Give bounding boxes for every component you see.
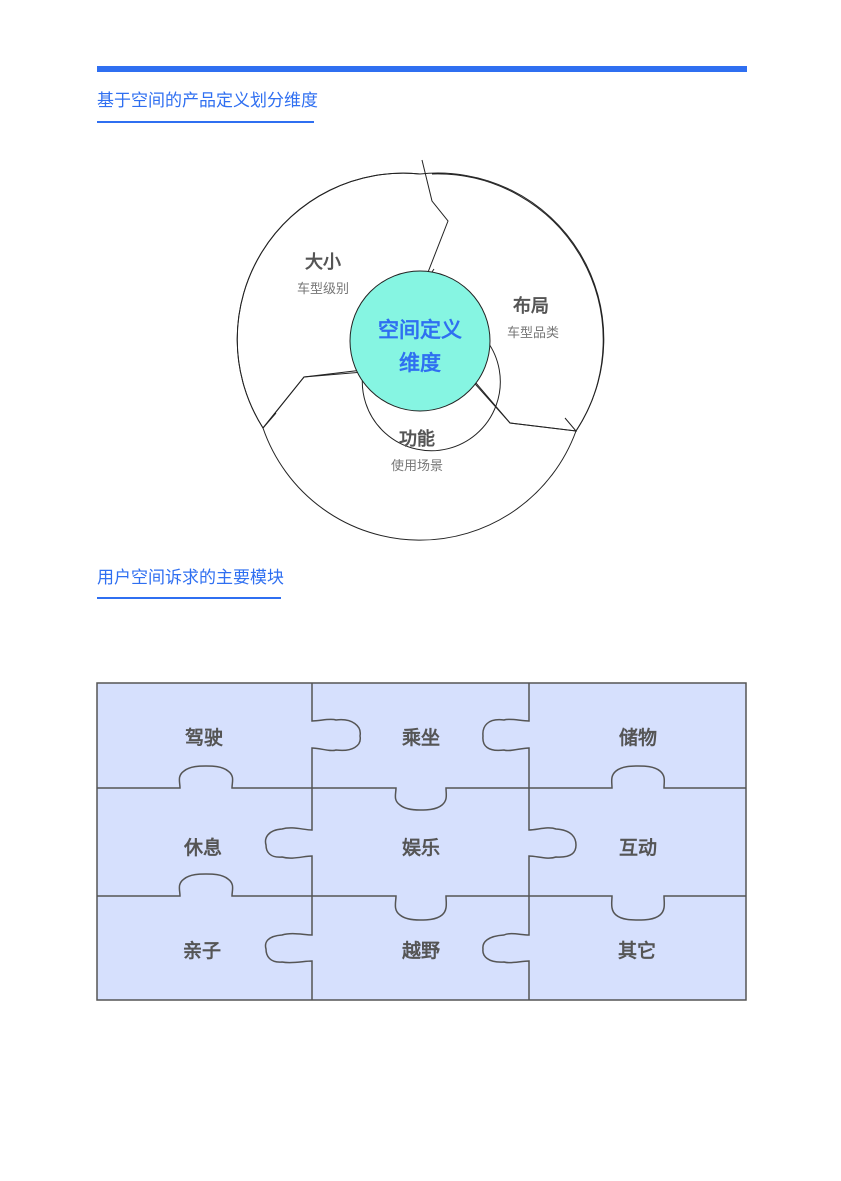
space-definition-cycle-diagram: 空间定义 维度 大小 车型级别 布局 车型品类 功能 使用场景 <box>236 159 605 541</box>
segment-title-layout: 布局 <box>513 295 549 317</box>
segment-title-function: 功能 <box>399 428 435 450</box>
cycle-arc-upper-left <box>236 172 421 429</box>
puzzle-piece-driving: 驾驶 <box>185 726 223 749</box>
puzzle-cut-horizontal-1 <box>97 765 746 811</box>
cycle-arrow-right <box>467 375 578 432</box>
section-title-user-demands: 用户空间诉求的主要模块 <box>97 568 284 588</box>
puzzle-cut-vertical-1 <box>264 683 361 1000</box>
puzzle-piece-entertainment: 娱乐 <box>402 836 440 859</box>
section-underline <box>97 597 281 599</box>
cycle-hub <box>349 270 491 412</box>
top-accent-rule <box>97 66 747 72</box>
puzzle-piece-riding: 乘坐 <box>401 727 440 749</box>
cycle-arc-left <box>262 427 577 541</box>
cycle-arrow-left <box>262 368 372 429</box>
puzzle-cut-horizontal-2 <box>97 873 746 921</box>
section-underline <box>97 121 314 123</box>
hub-label-line1: 空间定义 <box>378 318 462 342</box>
hub-label-line2: 维度 <box>399 351 441 375</box>
section-title-space-dimensions: 基于空间的产品定义划分维度 <box>97 91 318 111</box>
puzzle-piece-storage: 储物 <box>619 726 657 749</box>
puzzle-cut-vertical-2 <box>482 683 577 1000</box>
segment-subtitle-function: 使用场景 <box>391 458 443 474</box>
segment-title-size: 大小 <box>305 251 341 273</box>
puzzle-piece-interaction: 互动 <box>619 837 657 859</box>
puzzle-piece-rest: 休息 <box>183 836 222 859</box>
puzzle-piece-offroad: 越野 <box>401 939 440 962</box>
segment-subtitle-layout: 车型品类 <box>507 325 559 341</box>
puzzle-piece-other: 其它 <box>618 939 656 962</box>
puzzle-piece-parent-child: 亲子 <box>183 939 221 962</box>
cycle-arc-top <box>431 173 604 432</box>
segment-subtitle-size: 车型级别 <box>297 281 349 297</box>
puzzle-background <box>96 682 747 1001</box>
